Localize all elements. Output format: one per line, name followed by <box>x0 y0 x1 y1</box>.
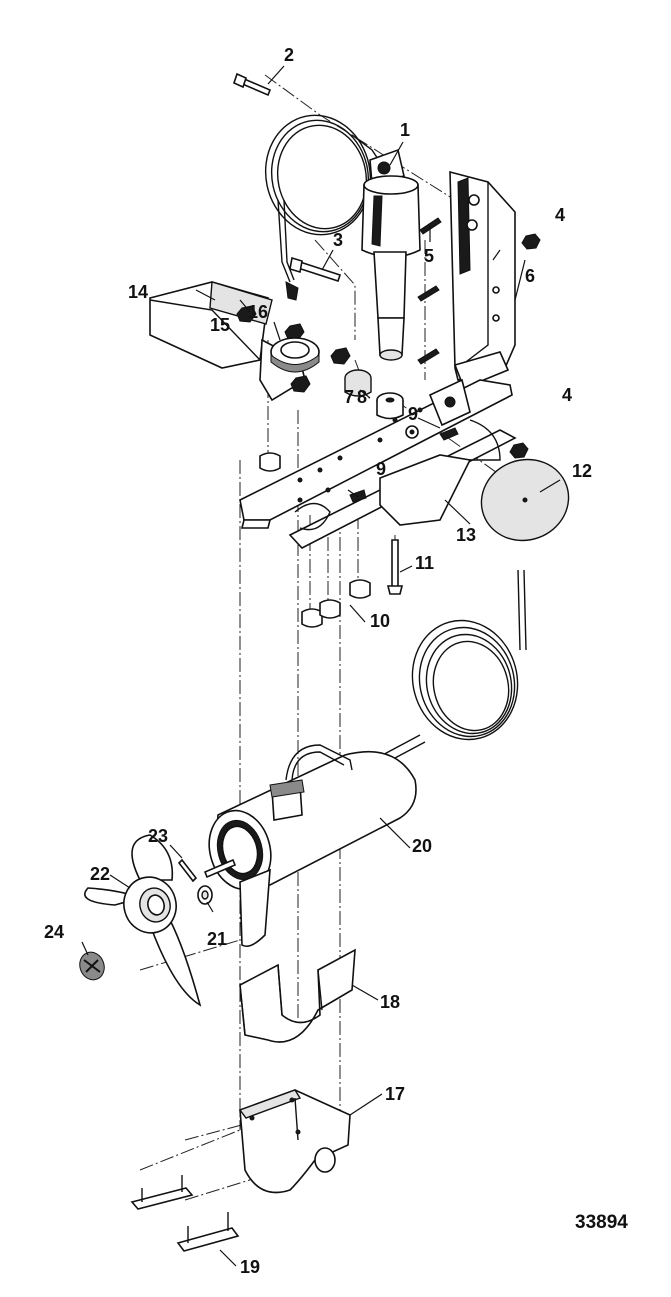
callout-5: 5 <box>424 246 434 266</box>
part-8-bumper <box>376 392 404 420</box>
callout-14: 14 <box>128 282 148 302</box>
callout-21: 21 <box>207 929 227 949</box>
callout-4b: 4 <box>562 385 572 405</box>
callout-13: 13 <box>456 525 476 545</box>
part-6-bracket <box>449 170 516 390</box>
part-2-bolt <box>233 72 272 97</box>
callout-24: 24 <box>44 922 64 942</box>
part-10-bushings <box>259 452 371 628</box>
callout-10: 10 <box>370 611 390 631</box>
part-14-fin <box>149 281 306 402</box>
callout-8: 8 <box>357 387 367 407</box>
part-7-bumper <box>344 369 372 397</box>
part-23-pin <box>177 858 198 883</box>
part-22-propeller <box>84 834 202 1007</box>
callout-23: 23 <box>148 826 168 846</box>
callout-labels: 2 1 3 5 4 6 14 15 16 7 8 9 4 9 12 13 11 … <box>44 45 592 1277</box>
callout-20: 20 <box>412 836 432 856</box>
part-19-plates <box>130 1175 240 1252</box>
callout-17: 17 <box>385 1084 405 1104</box>
callout-3: 3 <box>333 230 343 250</box>
part-15-nuts <box>236 305 351 393</box>
callout-1: 1 <box>400 120 410 140</box>
callout-2: 2 <box>284 45 294 65</box>
callout-18: 18 <box>380 992 400 1012</box>
part-12-disc <box>480 458 570 542</box>
callout-11: 11 <box>415 553 434 573</box>
callout-12: 12 <box>572 461 592 481</box>
callout-22: 22 <box>90 864 110 884</box>
callout-19: 19 <box>240 1257 260 1277</box>
part-17-clamp <box>238 1089 351 1194</box>
part-11-screw <box>386 539 404 595</box>
callout-9b: 9 <box>376 459 386 479</box>
callout-9a: 9 <box>408 404 418 424</box>
part-16-grommet <box>270 337 320 373</box>
part-4-nuts <box>509 233 541 459</box>
part-24-prop-nut <box>79 951 105 981</box>
part-20-motor <box>203 569 527 948</box>
part-1-cylinder <box>264 114 421 361</box>
callout-4a: 4 <box>555 205 565 225</box>
part-21-washer <box>197 885 213 905</box>
part-9-clips <box>349 427 459 503</box>
callout-6: 6 <box>525 266 535 286</box>
callout-16: 16 <box>248 302 268 322</box>
figure-number: 33894 <box>575 1212 628 1233</box>
callout-15: 15 <box>210 315 230 335</box>
part-13-pivot <box>405 378 471 439</box>
part-18-saddle <box>239 948 356 1043</box>
part-3-bolt <box>289 256 342 283</box>
leader-lines <box>81 65 561 1267</box>
callout-7: 7 <box>344 387 354 407</box>
